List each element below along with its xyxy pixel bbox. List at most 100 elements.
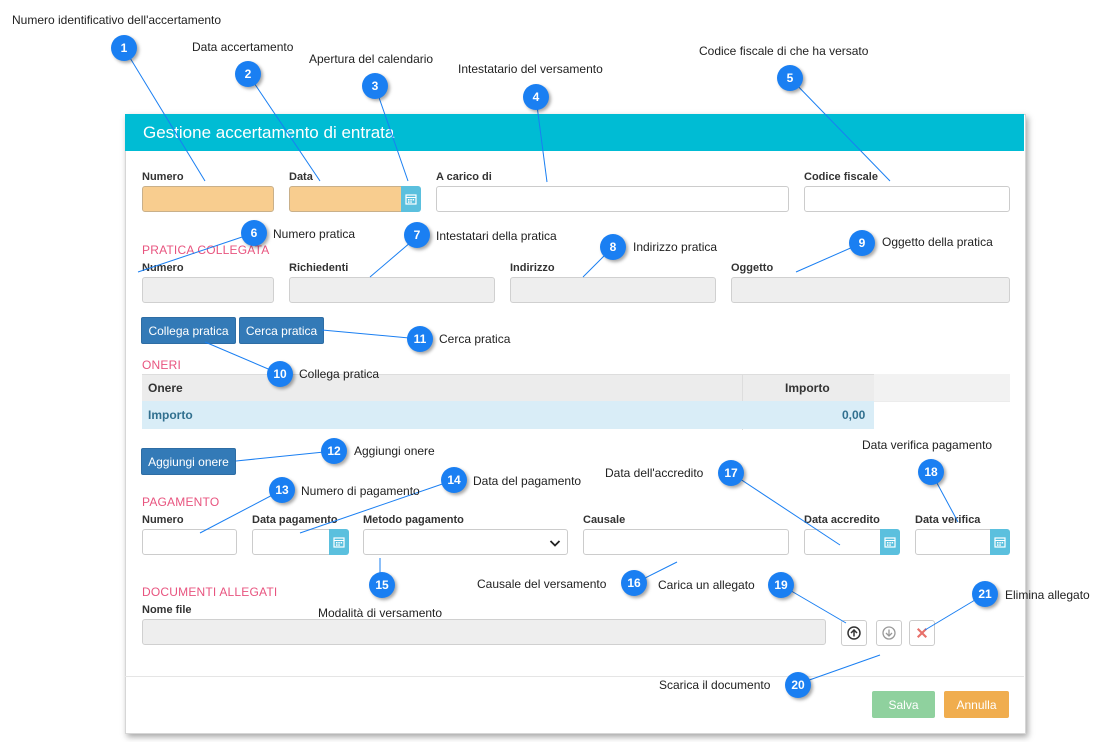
data-accredito-label: Data accredito (804, 514, 880, 526)
codice-fiscale-label: Codice fiscale (804, 171, 878, 183)
callout-text-16: Causale del versamento (477, 577, 607, 591)
codice-fiscale-input[interactable] (804, 186, 1010, 212)
a-carico-label: A carico di (436, 171, 492, 183)
callout-text-20: Scarica il documento (659, 678, 771, 692)
cerca-pratica-button[interactable]: Cerca pratica (239, 317, 324, 344)
callout-text-1: Numero identificativo dell'accertamento (12, 13, 222, 27)
callout-badge-6: 6 (241, 220, 267, 246)
callout-badge-5: 5 (777, 65, 803, 91)
save-button[interactable]: Salva (872, 691, 935, 718)
callout-badge-13: 13 (269, 477, 295, 503)
callout-badge-4: 4 (523, 84, 549, 110)
pagamento-section-title: PAGAMENTO (142, 495, 220, 509)
callout-text-15: Modalità di versamento (318, 606, 443, 620)
a-carico-input[interactable] (436, 186, 789, 212)
callout-badge-16: 16 (621, 570, 647, 596)
causale-input[interactable] (583, 529, 789, 555)
close-icon (916, 627, 928, 639)
nome-file-field (142, 619, 826, 645)
callout-badge-12: 12 (321, 438, 347, 464)
callout-text-5: Codice fiscale di che ha versato (699, 44, 869, 58)
callout-badge-3: 3 (362, 73, 388, 99)
column-importo: Importo (785, 381, 830, 395)
data-verifica-label: Data verifica (915, 514, 981, 526)
calendar-icon (884, 537, 896, 548)
data-label: Data (289, 171, 313, 183)
cancel-button[interactable]: Annulla (944, 691, 1009, 718)
column-onere: Onere (148, 381, 183, 395)
metodo-pagamento-label: Metodo pagamento (363, 514, 464, 526)
richiedenti-label: Richiedenti (289, 262, 349, 274)
callout-badge-15: 15 (369, 572, 395, 598)
callout-badge-17: 17 (718, 460, 744, 486)
download-icon (882, 626, 896, 640)
callout-badge-2: 2 (235, 61, 261, 87)
pagamento-numero-label: Numero (142, 514, 184, 526)
callout-badge-9: 9 (849, 230, 875, 256)
oneri-table-header-extra (874, 374, 1010, 401)
callout-badge-19: 19 (768, 572, 794, 598)
causale-label: Causale (583, 514, 626, 526)
callout-text-6: Numero pratica (273, 227, 356, 241)
calendar-icon (405, 194, 417, 205)
nome-file-label: Nome file (142, 604, 192, 616)
callout-badge-1: 1 (111, 35, 137, 61)
indirizzo-label: Indirizzo (510, 262, 555, 274)
callout-text-4: Intestatario del versamento (458, 62, 603, 76)
callout-badge-8: 8 (600, 234, 626, 260)
callout-text-21: Elimina allegato (1005, 588, 1090, 602)
row-importo-value: 0,00 (842, 408, 866, 422)
callout-badge-7: 7 (404, 222, 430, 248)
data-accredito-calendar-button[interactable] (880, 529, 900, 555)
callout-text-13: Numero di pagamento (301, 484, 420, 498)
callout-badge-10: 10 (267, 361, 293, 387)
chevron-down-icon (549, 540, 561, 547)
callout-badge-18: 18 (918, 459, 944, 485)
row-importo-label: Importo (148, 408, 193, 422)
table-row (142, 401, 874, 429)
data-pagamento-calendar-button[interactable] (329, 529, 349, 555)
modal-footer-divider (125, 676, 1024, 677)
calendar-icon (333, 537, 345, 548)
pagamento-numero-input[interactable] (142, 529, 237, 555)
calendar-button[interactable] (401, 186, 421, 212)
callout-badge-14: 14 (441, 467, 467, 493)
calendar-icon (994, 537, 1006, 548)
callout-text-19: Carica un allegato (658, 578, 755, 592)
oggetto-label: Oggetto (731, 262, 774, 274)
modal-title: Gestione accertamento di entrata (143, 123, 395, 142)
numero-input[interactable] (142, 186, 274, 212)
richiedenti-field (289, 277, 495, 303)
callout-text-7: Intestatari della pratica (436, 229, 557, 243)
callout-badge-20: 20 (785, 672, 811, 698)
callout-text-18: Data verifica pagamento (862, 438, 993, 452)
collega-pratica-button[interactable]: Collega pratica (141, 317, 236, 344)
data-pagamento-input[interactable] (252, 529, 332, 555)
callout-text-8: Indirizzo pratica (633, 240, 718, 254)
delete-button[interactable] (909, 620, 935, 646)
data-verifica-calendar-button[interactable] (990, 529, 1010, 555)
download-button[interactable] (876, 620, 902, 646)
callout-text-12: Aggiungi onere (354, 444, 435, 458)
callout-text-11: Cerca pratica (439, 332, 511, 346)
callout-text-14: Data del pagamento (473, 474, 582, 488)
callout-text-17: Data dell'accredito (605, 466, 704, 480)
upload-icon (847, 626, 861, 640)
pratica-numero-label: Numero (142, 262, 184, 274)
numero-label: Numero (142, 171, 184, 183)
upload-button[interactable] (841, 620, 867, 646)
oneri-section-title: ONERI (142, 358, 182, 372)
indirizzo-field (510, 277, 716, 303)
modal-header (125, 114, 1024, 151)
oggetto-field (731, 277, 1010, 303)
callout-text-3: Apertura del calendario (309, 52, 434, 66)
callout-text-10: Collega pratica (299, 367, 380, 381)
pratica-numero-field (142, 277, 274, 303)
documenti-section-title: DOCUMENTI ALLEGATI (142, 585, 278, 599)
callout-badge-21: 21 (972, 581, 998, 607)
aggiungi-onere-button[interactable]: Aggiungi onere (141, 448, 236, 475)
callout-text-9: Oggetto della pratica (882, 235, 993, 249)
metodo-pagamento-select[interactable] (363, 529, 568, 555)
data-pagamento-label: Data pagamento (252, 514, 338, 526)
callout-badge-11: 11 (407, 326, 433, 352)
